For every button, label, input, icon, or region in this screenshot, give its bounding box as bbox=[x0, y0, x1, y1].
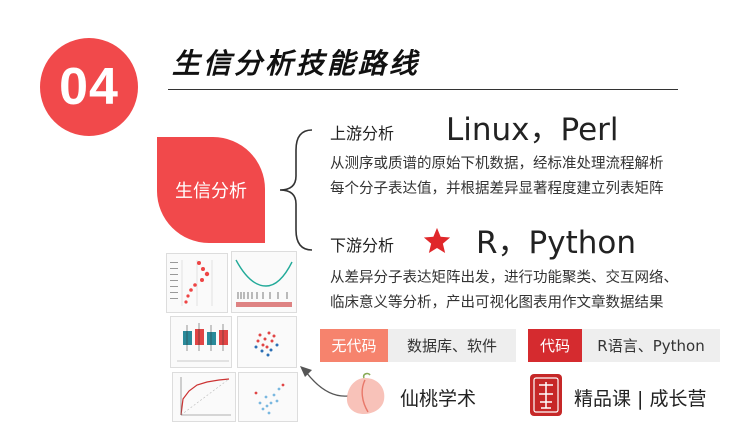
roc-curve-thumbnail bbox=[172, 372, 236, 422]
seal-logo-icon bbox=[530, 374, 562, 416]
code-tools-label: R语言、Python bbox=[597, 337, 705, 355]
code-tools-tag: R语言、Python bbox=[582, 329, 720, 362]
curved-arrow-icon bbox=[300, 366, 349, 397]
downstream-tools: R，Python bbox=[476, 225, 636, 261]
no-code-tag-label: 无代码 bbox=[331, 337, 377, 355]
scatter-plot-thumbnail bbox=[237, 316, 297, 368]
upstream-label: 上游分析 bbox=[330, 124, 395, 143]
boxplot-thumbnail bbox=[170, 316, 232, 368]
downstream-description-line-2: 临床意义等分析，产出可视化图表用作文章数据结果 bbox=[330, 295, 664, 311]
course-text: 精品课 | 成长营 bbox=[574, 388, 707, 410]
no-code-tools-label: 数据库、软件 bbox=[406, 337, 497, 355]
title-underline bbox=[168, 89, 678, 90]
volcano-plot-thumbnail bbox=[238, 372, 298, 422]
section-number-badge: 04 bbox=[40, 38, 138, 136]
brand-name: 仙桃学术 bbox=[400, 388, 477, 410]
enrichment-plot-thumbnail bbox=[231, 251, 297, 313]
peach-logo-icon bbox=[346, 372, 385, 414]
code-tag: 代码 bbox=[528, 329, 582, 362]
star-icon bbox=[423, 227, 451, 253]
downstream-label: 下游分析 bbox=[330, 236, 395, 255]
no-code-tools-tag: 数据库、软件 bbox=[388, 329, 516, 362]
dot-plot-thumbnail bbox=[166, 253, 228, 313]
downstream-description-line-1: 从差异分子表达矩阵出发，进行功能聚类、交互网络、 bbox=[330, 270, 678, 286]
curly-brace-icon bbox=[279, 129, 313, 251]
upstream-description-line-2: 每个分子表达值，并根据差异显著程度建立列表矩阵 bbox=[330, 181, 664, 197]
no-code-tag: 无代码 bbox=[320, 329, 388, 362]
category-badge: 生信分析 bbox=[157, 137, 265, 243]
section-number: 04 bbox=[59, 58, 119, 116]
code-tag-label: 代码 bbox=[539, 337, 570, 355]
upstream-tools: Linux，Perl bbox=[446, 112, 619, 148]
upstream-description-line-1: 从测序或质谱的原始下机数据，经标准处理流程解析 bbox=[330, 156, 664, 172]
category-label: 生信分析 bbox=[175, 181, 247, 202]
page-title: 生信分析技能路线 bbox=[172, 47, 421, 80]
